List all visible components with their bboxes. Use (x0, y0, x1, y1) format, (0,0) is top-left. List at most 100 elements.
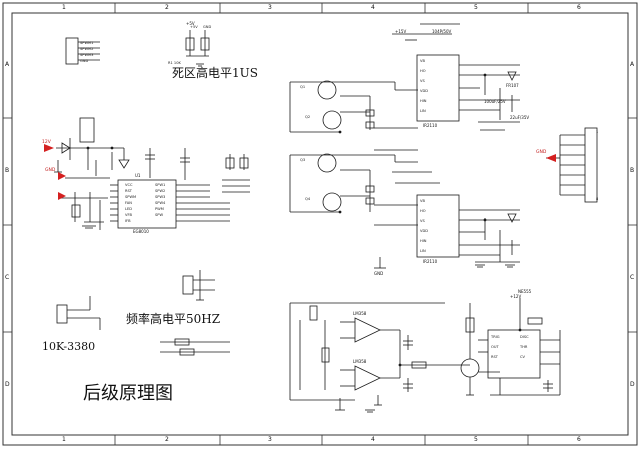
junction-dots (86, 73, 522, 367)
fuse-cap-label: 104P/50V (432, 29, 452, 34)
svg-text:SPWM: SPWM (125, 195, 136, 199)
svg-text:Q3: Q3 (300, 158, 305, 162)
svg-text:LED: LED (125, 207, 132, 211)
svg-text:SPWM3: SPWM3 (80, 53, 93, 57)
col-label-top-1: 1 (62, 4, 66, 11)
dead-time-annotation: 死区高电平1US (172, 66, 258, 80)
col-label-bottom-6: 6 (577, 436, 581, 443)
svg-text:12V: 12V (42, 139, 52, 145)
svg-text:VB: VB (420, 199, 425, 203)
vcc-label: +5V (186, 21, 195, 26)
svg-text:GND: GND (536, 149, 547, 155)
opamp-b-label: LM358 (353, 359, 367, 364)
svg-text:RST: RST (125, 189, 133, 193)
svg-text:SPW: SPW (155, 213, 163, 217)
row-label-right-b: B (630, 167, 635, 174)
row-label-left-d: D (5, 381, 10, 388)
row-label-left-a: A (5, 61, 10, 68)
row-label-right-a: A (630, 61, 635, 68)
svg-text:Q2: Q2 (305, 115, 310, 119)
svg-text:RST: RST (491, 355, 499, 359)
svg-text:+5V: +5V (190, 25, 198, 29)
svg-text:Q4: Q4 (305, 197, 311, 201)
inner-frame (11, 12, 629, 436)
svg-text:Q1: Q1 (300, 85, 305, 89)
svg-text:HO: HO (420, 209, 426, 213)
row-label-right-c: C (630, 274, 635, 281)
col-label-top-4: 4 (371, 4, 375, 11)
svg-text:VS: VS (420, 219, 425, 223)
frequency-annotation: 频率高电平50HZ (126, 312, 221, 326)
bottom-left-resistors (160, 338, 230, 356)
outer-frame (2, 2, 638, 446)
svg-text:R1 10K: R1 10K (168, 61, 181, 65)
driver-top-label: IR2110 (423, 123, 438, 128)
svg-text:SPWM2: SPWM2 (80, 47, 93, 51)
svg-text:GND: GND (203, 25, 211, 29)
opamp-a-label: LM358 (353, 311, 367, 316)
svg-text:HO: HO (420, 69, 426, 73)
timer-label: NE555 (518, 289, 532, 294)
driver-bottom-label: IR2110 (423, 259, 438, 264)
driver-bottom (374, 171, 520, 269)
svg-text:OUT: OUT (491, 345, 499, 349)
svg-text:SPW4: SPW4 (155, 201, 166, 205)
col-label-bottom-2: 2 (165, 436, 169, 443)
col-label-top-5: 5 (474, 4, 478, 11)
row-label-left-c: C (5, 274, 10, 281)
ground-symbols (82, 63, 515, 413)
svg-text:FAN: FAN (125, 201, 132, 205)
pot-label: 10K-3380 (42, 340, 96, 353)
controller-part-label: EG8010 (133, 229, 149, 234)
svg-text:SPW3: SPW3 (155, 195, 165, 199)
top-potentiometer (185, 30, 210, 57)
vcc15-label: +15V (395, 29, 407, 34)
col-label-top-3: 3 (268, 4, 272, 11)
svg-text:LIN: LIN (420, 249, 426, 253)
controller-caps (145, 148, 249, 180)
power-input-block (54, 117, 130, 230)
svg-text:VDD: VDD (420, 89, 428, 93)
h-bridge (289, 80, 418, 226)
opamp-section (289, 302, 470, 411)
sheet-title: 后级原理图 (83, 383, 173, 404)
svg-text:IFB: IFB (125, 219, 131, 223)
svg-text:VDD: VDD (420, 229, 428, 233)
row-label-left-b: B (5, 167, 10, 174)
gnd-label: GND (374, 271, 384, 276)
svg-text:GND: GND (45, 167, 56, 173)
svg-text:CV: CV (520, 355, 526, 359)
svg-text:SPW2: SPW2 (155, 189, 165, 193)
cap-22u-label: 22uF/35V (510, 115, 530, 120)
svg-text:VFB: VFB (125, 213, 133, 217)
svg-text:DISC: DISC (520, 335, 529, 339)
header-connector (65, 37, 100, 65)
red-labels: 12V GND GND (42, 139, 547, 173)
svg-text:TRIG: TRIG (490, 335, 500, 339)
svg-text:LIN: LIN (420, 109, 426, 113)
svg-text:8: 8 (596, 197, 599, 201)
ntc-connector (56, 296, 101, 330)
col-label-bottom-5: 5 (474, 436, 478, 443)
svg-text:THR: THR (519, 345, 528, 349)
controller-ic (110, 179, 250, 229)
svg-text:SPWM1: SPWM1 (80, 41, 93, 45)
col-label-bottom-4: 4 (371, 436, 375, 443)
svg-text:PWM: PWM (155, 207, 164, 211)
svg-text:VCC: VCC (125, 183, 133, 187)
timer-section (460, 298, 561, 396)
svg-text:HIN: HIN (420, 99, 427, 103)
row-label-right-d: D (630, 381, 635, 388)
svg-text:SPW1: SPW1 (155, 183, 165, 187)
controller-designator: U1 (135, 173, 141, 178)
svg-text:VB: VB (420, 59, 425, 63)
col-label-bottom-3: 3 (268, 436, 272, 443)
svg-text:HIN: HIN (420, 239, 427, 243)
output-connector (546, 127, 598, 203)
svg-text:GND: GND (80, 59, 88, 63)
diode-label: FR107 (506, 83, 519, 88)
vcc12-label: +12V (510, 294, 522, 299)
col-label-top-6: 6 (577, 4, 581, 11)
